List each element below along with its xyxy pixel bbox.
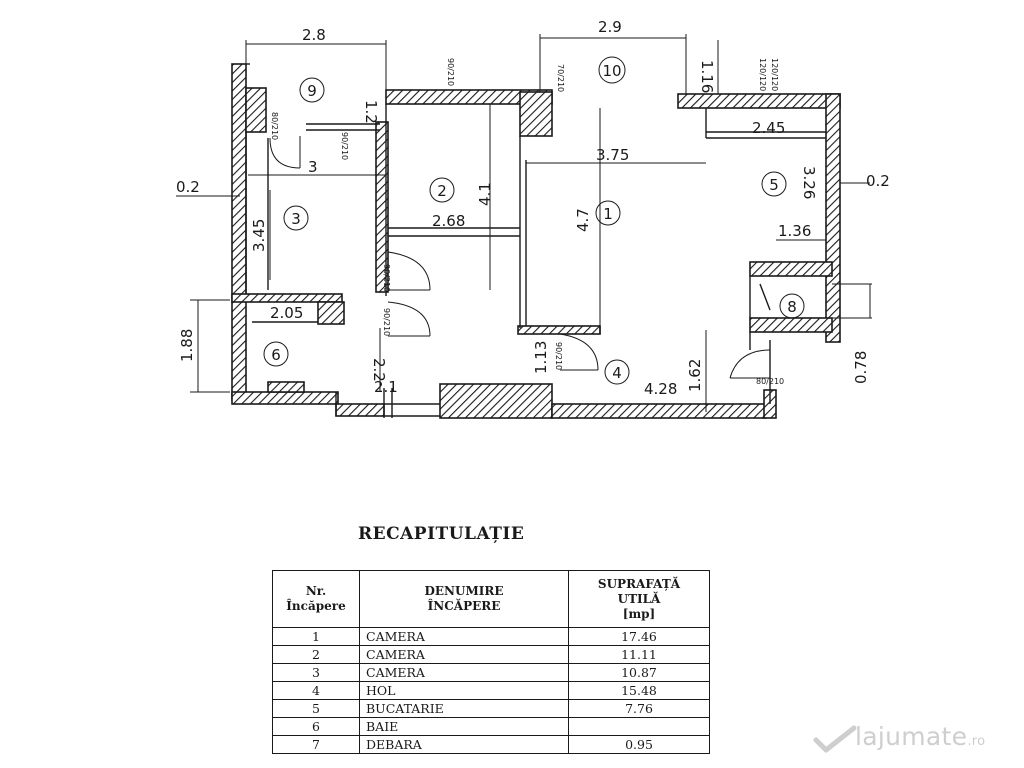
walls — [231, 63, 841, 419]
dim-0-78: 0.78 — [852, 351, 870, 384]
table-row: 1 CAMERA 17.46 — [272, 627, 710, 646]
header-text: [mp] — [622, 606, 656, 621]
header-text: UTILĂ — [617, 591, 661, 606]
door-label: 70/210 — [556, 64, 565, 92]
dim-2-68: 2.68 — [432, 212, 465, 230]
room-nr-cell: 7 — [272, 735, 360, 754]
room-area-cell: 15.48 — [568, 681, 710, 700]
dim-2-9: 2.9 — [598, 18, 622, 36]
table-row: 4 HOL 15.48 — [272, 681, 710, 700]
dim-1-2: 1.2 — [362, 100, 380, 124]
dim-3-26: 3.26 — [800, 166, 818, 199]
table-row: 7 DEBARA 0.95 — [272, 735, 710, 754]
dim-0-2-right: 0.2 — [866, 172, 890, 190]
room-number-2: 2 — [437, 182, 447, 200]
room-area-cell — [568, 717, 710, 736]
door-label: 120/120 — [758, 58, 767, 91]
room-name-cell: CAMERA — [359, 645, 569, 664]
dim-1-88: 1.88 — [178, 329, 196, 362]
dim-1-62: 1.62 — [686, 359, 704, 392]
header-text: SUPRAFAȚĂ — [597, 576, 681, 591]
room-number-8: 8 — [787, 298, 797, 316]
table-row: 3 CAMERA 10.87 — [272, 663, 710, 682]
door-label: 90/210 — [382, 264, 391, 292]
room-number-4: 4 — [612, 364, 622, 382]
dim-3-45: 3.45 — [250, 219, 268, 252]
dim-2-45: 2.45 — [752, 119, 785, 137]
header-text: ÎNCĂPERE — [427, 599, 501, 613]
room-name-cell: HOL — [359, 681, 569, 700]
room-nr-cell: 5 — [272, 699, 360, 718]
dim-3: 3 — [308, 158, 318, 176]
door-swings — [269, 136, 771, 379]
door-label: 80/210 — [756, 377, 784, 386]
room-number-5: 5 — [769, 176, 779, 194]
room-area-cell: 17.46 — [568, 627, 710, 646]
room-name-cell: DEBARA — [359, 735, 569, 754]
room-name-cell: BAIE — [359, 717, 569, 736]
header-text: Nr. — [305, 584, 327, 598]
door-label: 90/210 — [340, 132, 349, 160]
table-row: 6 BAIE — [272, 717, 710, 736]
room-markers: 1 2 3 4 5 6 8 9 10 — [263, 56, 805, 385]
table-header-row: Nr. Încăpere DENUMIRE ÎNCĂPERE SUPRAFAȚĂ… — [272, 570, 710, 628]
recap-title: RECAPITULAȚIE — [358, 524, 525, 544]
dim-2-05: 2.05 — [270, 304, 303, 322]
dim-2-1: 2.1 — [374, 378, 398, 396]
room-nr-cell: 4 — [272, 681, 360, 700]
room-number-6: 6 — [271, 346, 281, 364]
room-nr-cell: 6 — [272, 717, 360, 736]
room-area-cell: 7.76 — [568, 699, 710, 718]
recap-table: Nr. Încăpere DENUMIRE ÎNCĂPERE SUPRAFAȚĂ… — [272, 570, 710, 754]
table-row: 2 CAMERA 11.11 — [272, 645, 710, 664]
room-name-cell: BUCATARIE — [359, 699, 569, 718]
dim-2-8: 2.8 — [302, 26, 326, 44]
dim-1-16: 1.16 — [698, 60, 716, 93]
door-label: 90/210 — [446, 58, 455, 86]
watermark-logo-icon — [813, 725, 857, 753]
door-label: 90/210 — [382, 308, 391, 336]
door-label: 90/210 — [554, 342, 563, 370]
watermark: lajumate.ro — [815, 722, 985, 751]
header-text: Încăpere — [286, 599, 346, 613]
dim-1-13: 1.13 — [532, 341, 550, 374]
watermark-brand: lajumate — [855, 722, 968, 751]
table-row: 5 BUCATARIE 7.76 — [272, 699, 710, 718]
door-label: 80/210 — [270, 112, 279, 140]
room-nr-cell: 3 — [272, 663, 360, 682]
room-number-1: 1 — [603, 205, 613, 223]
room-area-cell: 10.87 — [568, 663, 710, 682]
dim-3-75: 3.75 — [596, 146, 629, 164]
door-labels: 80/210 90/210 90/210 70/210 90/210 80/21… — [270, 58, 784, 386]
room-number-3: 3 — [291, 210, 301, 228]
partitions — [245, 63, 826, 418]
dim-2-2: 2.2 — [370, 358, 388, 382]
dim-4-7: 4.7 — [574, 208, 592, 232]
dimension-labels: 2.8 1.2 2.9 1.16 2.45 3.75 3.26 0.2 0.2 … — [176, 18, 890, 398]
header-room-number: Nr. Încăpere — [272, 570, 360, 628]
room-name-cell: CAMERA — [359, 627, 569, 646]
room-area-cell: 0.95 — [568, 735, 710, 754]
dim-1-36: 1.36 — [778, 222, 811, 240]
room-nr-cell: 2 — [272, 645, 360, 664]
room-number-9: 9 — [307, 82, 317, 100]
header-text: DENUMIRE — [424, 584, 504, 598]
dim-4-28: 4.28 — [644, 380, 677, 398]
room-name-cell: CAMERA — [359, 663, 569, 682]
door-label: 120/120 — [770, 58, 779, 91]
room-area-cell: 11.11 — [568, 645, 710, 664]
dimension-lines — [176, 34, 872, 412]
header-room-name: DENUMIRE ÎNCĂPERE — [359, 570, 569, 628]
dim-0-2-left: 0.2 — [176, 178, 200, 196]
room-nr-cell: 1 — [272, 627, 360, 646]
watermark-tld: .ro — [967, 734, 986, 749]
room-number-10: 10 — [602, 62, 621, 80]
header-area: SUPRAFAȚĂ UTILĂ [mp] — [568, 570, 710, 628]
dim-4-1: 4.1 — [476, 182, 494, 206]
floor-plan: 2.8 1.2 2.9 1.16 2.45 3.75 3.26 0.2 0.2 … — [176, 18, 890, 419]
